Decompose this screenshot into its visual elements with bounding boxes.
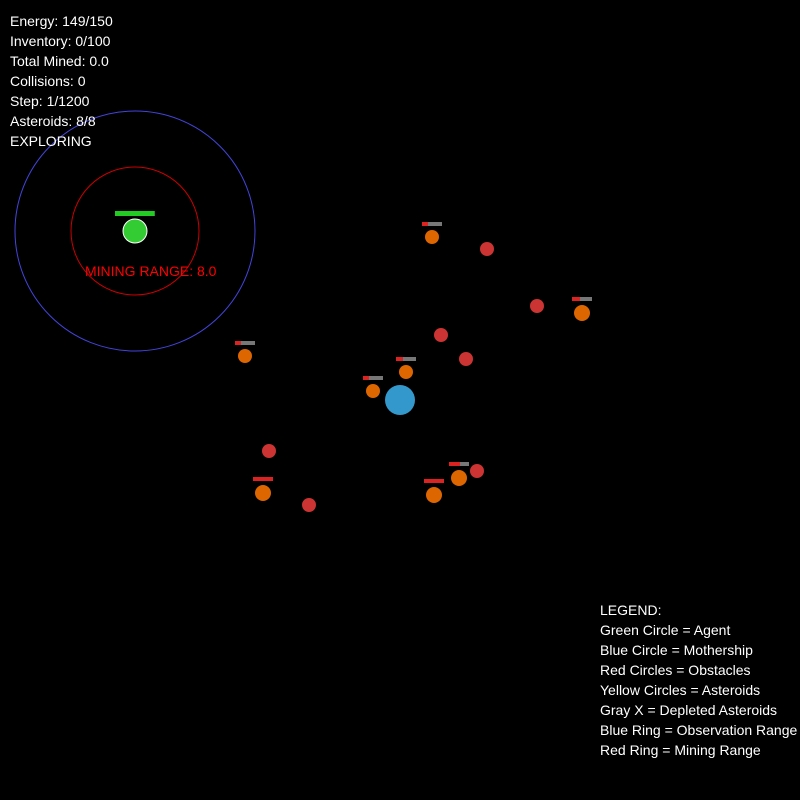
obstacle	[302, 498, 316, 512]
asteroid	[572, 297, 592, 321]
asteroid-body	[238, 349, 252, 363]
legend-item-mining-range: Red Ring = Mining Range	[600, 742, 761, 758]
asteroid-resource-bar	[424, 479, 444, 483]
asteroid-resource-bar	[449, 462, 460, 466]
asteroid-body	[426, 487, 442, 503]
asteroid	[422, 222, 442, 244]
asteroid-resource-bar-track	[572, 297, 592, 301]
asteroids-readout: Asteroids: 8/8	[10, 113, 96, 129]
asteroid-body	[366, 384, 380, 398]
asteroid-resource-bar	[363, 376, 369, 380]
asteroid-body	[399, 365, 413, 379]
asteroid	[235, 341, 255, 363]
asteroid-resource-bar	[422, 222, 428, 226]
asteroid-body	[451, 470, 467, 486]
asteroid	[424, 479, 444, 503]
agent	[122, 218, 148, 244]
asteroid	[253, 477, 273, 501]
asteroid-body	[255, 485, 271, 501]
legend-item-agent: Green Circle = Agent	[600, 622, 731, 638]
asteroid	[363, 376, 383, 398]
inventory-readout: Inventory: 0/100	[10, 33, 111, 49]
legend-item-depleted: Gray X = Depleted Asteroids	[600, 702, 778, 718]
asteroid-body	[574, 305, 590, 321]
asteroid-resource-bar-track	[235, 341, 255, 345]
legend: LEGEND: Green Circle = Agent Blue Circle…	[600, 600, 797, 760]
step-readout: Step: 1/1200	[10, 93, 90, 109]
obstacle	[470, 464, 484, 478]
obstacle	[480, 242, 494, 256]
asteroid-resource-bar-track	[396, 357, 416, 361]
asteroid-resource-bar	[235, 341, 241, 345]
asteroid	[449, 462, 469, 486]
total-mined-readout: Total Mined: 0.0	[10, 53, 109, 69]
mothership	[385, 385, 415, 415]
energy-readout: Energy: 149/150	[10, 13, 113, 29]
legend-item-mothership: Blue Circle = Mothership	[600, 642, 753, 658]
obstacles	[262, 242, 544, 512]
obstacle	[262, 444, 276, 458]
asteroids	[235, 222, 592, 503]
agent-energy-bar	[115, 211, 155, 216]
collisions-readout: Collisions: 0	[10, 73, 86, 89]
asteroid-resource-bar-track	[363, 376, 383, 380]
status-hud: Energy: 149/150 Inventory: 0/100 Total M…	[10, 11, 113, 151]
asteroid-resource-bar	[396, 357, 403, 361]
legend-item-asteroids: Yellow Circles = Asteroids	[600, 682, 761, 698]
legend-title: LEGEND:	[600, 602, 662, 618]
asteroid-resource-bar-track	[422, 222, 442, 226]
mining-range-ring	[70, 166, 200, 296]
legend-item-observation-range: Blue Ring = Observation Range	[600, 722, 798, 738]
legend-item-obstacles: Red Circles = Obstacles	[600, 662, 751, 678]
asteroid-body	[425, 230, 439, 244]
agent-state: EXPLORING	[10, 133, 92, 149]
obstacle	[530, 299, 544, 313]
observation-range-ring	[14, 110, 256, 352]
asteroid	[396, 357, 416, 379]
asteroid-resource-bar	[572, 297, 580, 301]
asteroid-resource-bar	[253, 477, 273, 481]
obstacle	[459, 352, 473, 366]
mining-range-label: MINING RANGE: 8.0	[85, 263, 217, 279]
obstacle	[434, 328, 448, 342]
